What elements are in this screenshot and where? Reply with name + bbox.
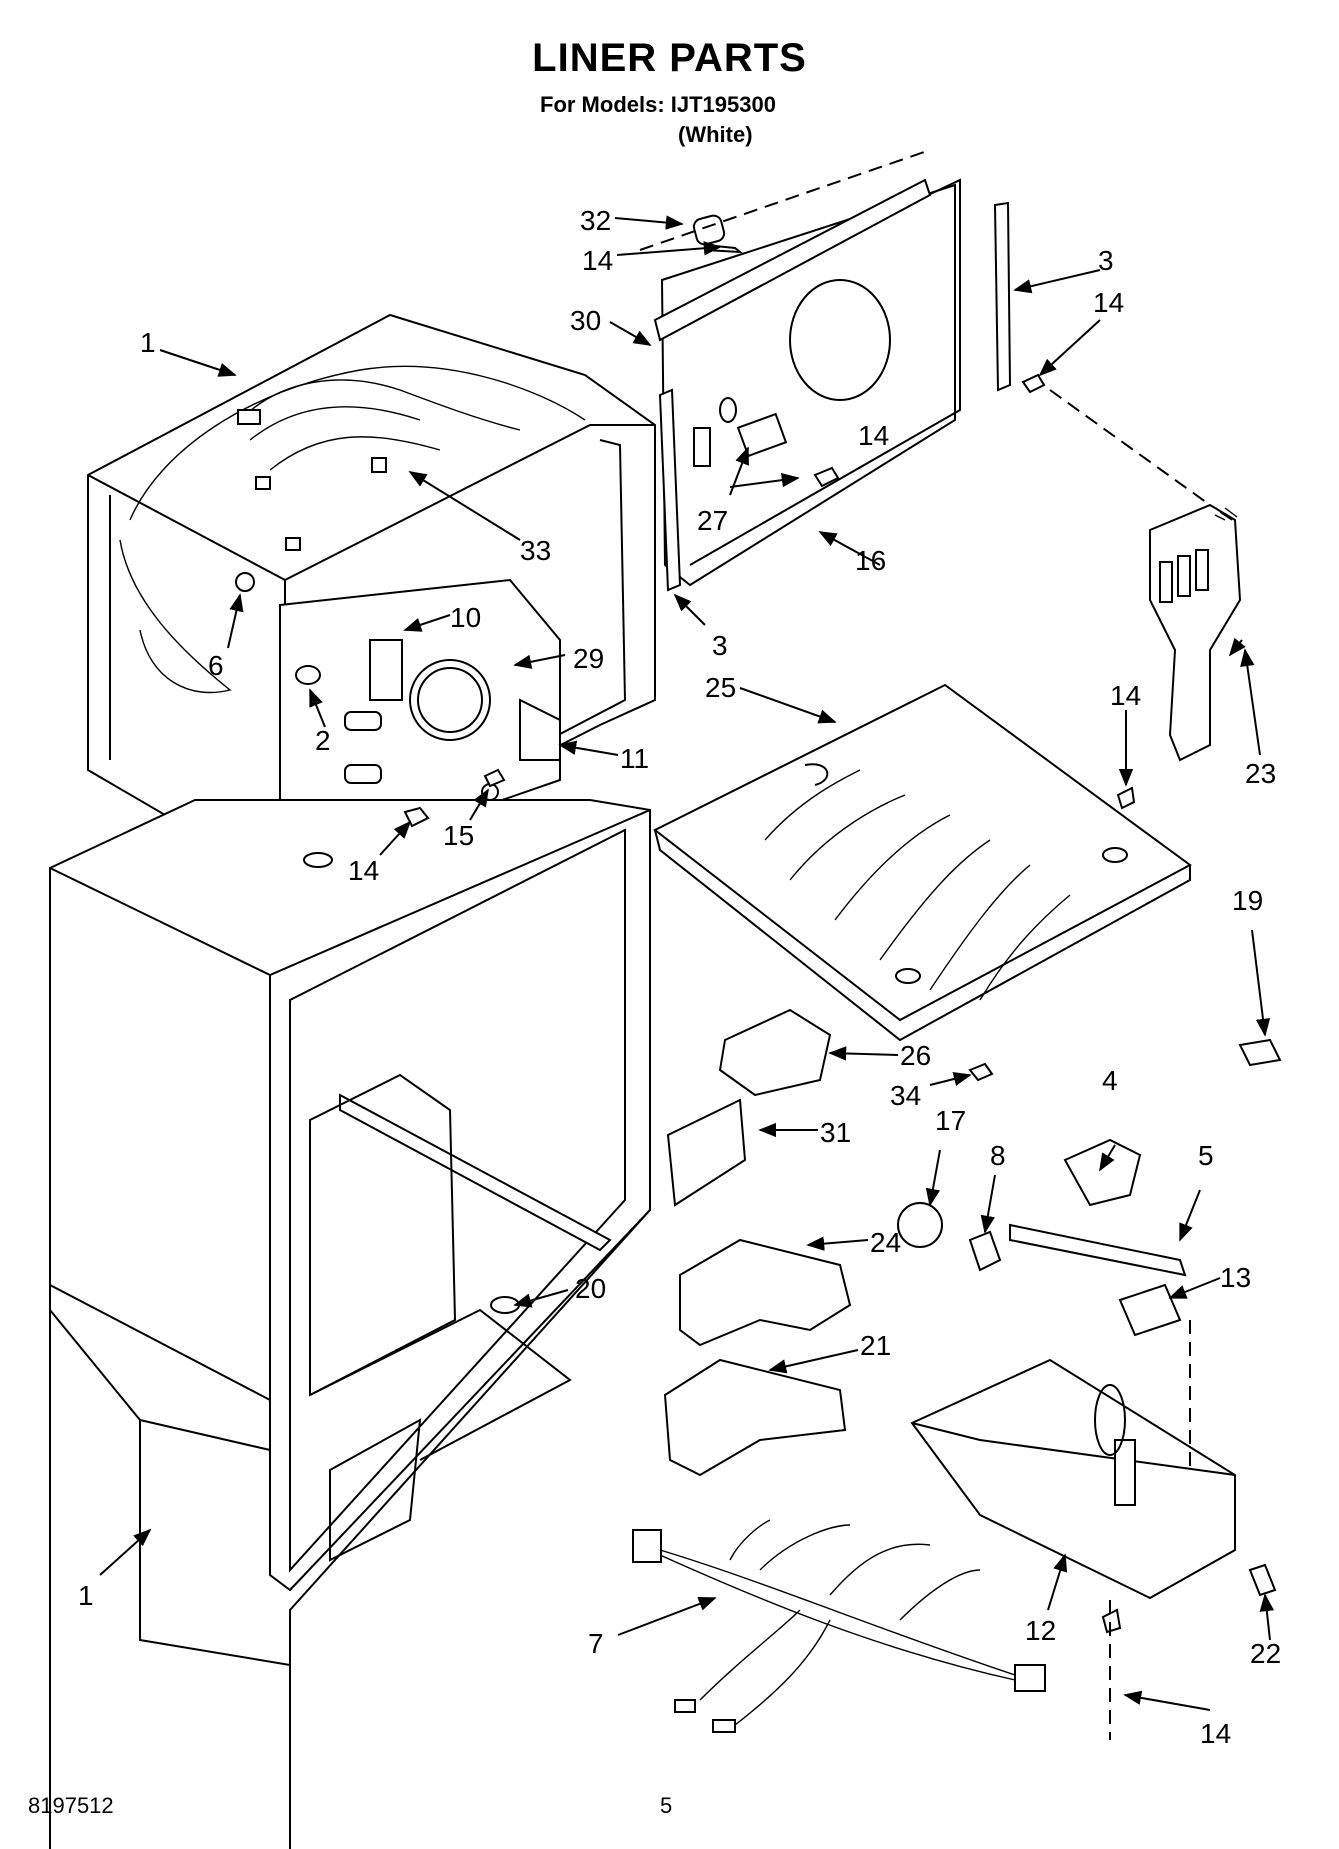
page-title: LINER PARTS bbox=[532, 36, 807, 80]
callout-14: 14 bbox=[1200, 1718, 1231, 1749]
part-26 bbox=[718, 1008, 832, 1097]
callout-22: 22 bbox=[1250, 1638, 1281, 1669]
fan-motor-assembly bbox=[235, 572, 561, 872]
callout-7: 7 bbox=[588, 1628, 604, 1659]
callout-34: 34 bbox=[890, 1080, 921, 1111]
callout-12: 12 bbox=[1025, 1615, 1056, 1646]
callout-29: 29 bbox=[573, 643, 604, 674]
callout-32: 32 bbox=[580, 205, 611, 236]
callout-31: 31 bbox=[820, 1117, 851, 1148]
shelf-25 bbox=[653, 683, 1192, 1042]
callout-11: 11 bbox=[620, 743, 649, 774]
model-subtitle: For Models: IJT195300 bbox=[540, 92, 776, 117]
callout-14: 14 bbox=[1093, 287, 1124, 318]
callout-15: 15 bbox=[443, 820, 474, 851]
callout-1: 1 bbox=[140, 327, 156, 358]
part-31 bbox=[666, 1098, 747, 1207]
callout-16: 16 bbox=[855, 545, 886, 576]
callout-2: 2 bbox=[315, 725, 331, 756]
wire-harness-33 bbox=[237, 379, 521, 551]
callout-27: 27 bbox=[697, 505, 728, 536]
callout-10: 10 bbox=[450, 602, 481, 633]
part-34 bbox=[968, 1062, 994, 1082]
callout-14: 14 bbox=[348, 855, 379, 886]
air-duct-23 bbox=[1149, 503, 1242, 762]
callout-3: 3 bbox=[1098, 245, 1114, 276]
page-number: 5 bbox=[660, 1793, 673, 1818]
document-number: 8197512 bbox=[28, 1793, 114, 1818]
callout-19: 19 bbox=[1232, 885, 1263, 916]
callout-5: 5 bbox=[1198, 1140, 1214, 1171]
callout-21: 21 bbox=[860, 1330, 891, 1361]
bulb-17 bbox=[897, 1202, 943, 1248]
callout-26: 26 bbox=[900, 1040, 931, 1071]
callout-33: 33 bbox=[520, 535, 551, 566]
callout-14: 14 bbox=[858, 420, 889, 451]
callout-24: 24 bbox=[870, 1227, 901, 1258]
callout-17: 17 bbox=[935, 1105, 966, 1136]
color-variant: (White) bbox=[678, 122, 753, 147]
small-parts bbox=[666, 1008, 1282, 1277]
wire-harness-7 bbox=[632, 1519, 1046, 1733]
part-8 bbox=[968, 1230, 1002, 1272]
crisper-parts bbox=[663, 1238, 852, 1477]
control-housing bbox=[910, 1283, 1277, 1600]
callout-8: 8 bbox=[990, 1140, 1006, 1171]
callout-1: 1 bbox=[78, 1580, 94, 1611]
callout-30: 30 bbox=[570, 305, 601, 336]
callout-3: 3 bbox=[712, 630, 728, 661]
callout-labels: 32 14 30 3 14 1 33 14 27 16 6 10 29 2 11… bbox=[78, 205, 1281, 1749]
callout-6: 6 bbox=[208, 650, 224, 681]
alignment-lines bbox=[639, 149, 1211, 1740]
part-19 bbox=[1238, 1038, 1282, 1067]
rear-panel-assembly bbox=[653, 178, 1012, 592]
fresh-food-liner bbox=[49, 799, 651, 1849]
part-5 bbox=[1009, 1223, 1187, 1277]
callout-14: 14 bbox=[1110, 680, 1141, 711]
callout-25: 25 bbox=[705, 672, 736, 703]
callout-4: 4 bbox=[1102, 1065, 1118, 1096]
callout-14: 14 bbox=[582, 245, 613, 276]
leader-lines bbox=[99, 215, 1274, 1711]
part-4 bbox=[1063, 1138, 1142, 1207]
callout-13: 13 bbox=[1220, 1262, 1251, 1293]
callout-23: 23 bbox=[1245, 758, 1276, 789]
callout-20: 20 bbox=[575, 1273, 606, 1304]
